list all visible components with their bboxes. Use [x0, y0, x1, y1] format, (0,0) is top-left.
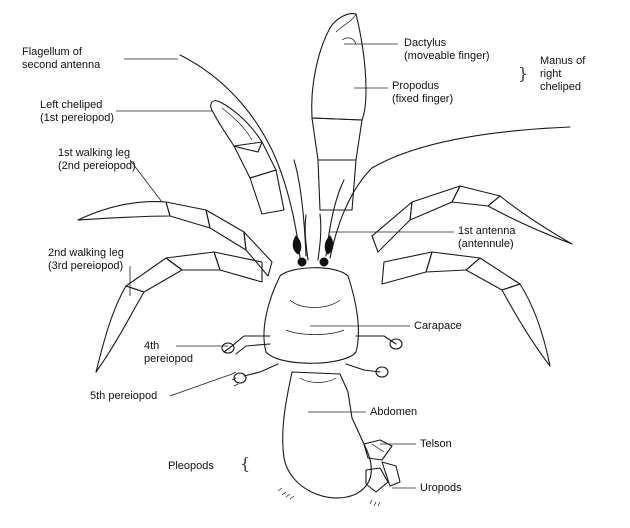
- manus-label-line3: cheliped: [540, 81, 581, 93]
- antennule-label-line2: (antennule): [458, 238, 514, 250]
- left-cheliped-label-line2: (1st pereiopod): [40, 112, 114, 124]
- antennules: [292, 213, 334, 267]
- right-walking-leg-2: [381, 251, 551, 367]
- right-cheliped: [311, 13, 367, 211]
- pereiopod-4-label-line1: 4th: [144, 340, 160, 352]
- fifth-pereiopods: [231, 363, 389, 387]
- propodus-label-line1: Propodus: [392, 80, 440, 92]
- pleopods-label: Pleopods: [168, 460, 214, 472]
- telson-label: Telson: [420, 438, 452, 450]
- walking-leg-1-label-line1: 1st walking leg: [58, 147, 131, 159]
- pereiopod-4-label: 4th pereiopod: [144, 340, 193, 366]
- manus-label-line1: Manus of: [540, 55, 586, 67]
- walking-leg-2-label-line2: (3rd pereiopod): [48, 260, 124, 272]
- antennule-label: 1st antenna (antennule): [458, 225, 516, 251]
- propodus-label-line2: (fixed finger): [392, 93, 454, 105]
- leader-lines: [116, 43, 454, 489]
- uropods: [365, 461, 401, 507]
- left-cheliped-label: Left cheliped (1st pereiopod): [40, 99, 114, 125]
- flagellum-label: Flagellum of second antenna: [22, 46, 100, 72]
- flagellum-label-line1: Flagellum of: [22, 46, 82, 58]
- right-walking-leg-1: [371, 185, 573, 253]
- pleopods-brace: {: [240, 454, 251, 473]
- antennule-label-line1: 1st antenna: [458, 225, 516, 237]
- walking-leg-1-label: 1st walking leg (2nd pereiopod): [58, 147, 136, 173]
- carapace-label: Carapace: [414, 320, 462, 332]
- left-cheliped: [210, 100, 285, 215]
- manus-label-line2: right: [540, 68, 562, 80]
- flagellum-label-line2: second antenna: [22, 59, 101, 71]
- carapace: [263, 267, 359, 364]
- left-second-antenna: [179, 54, 307, 259]
- pereiopod-5-label: 5th pereiopod: [90, 390, 158, 402]
- right-second-antenna: [325, 126, 571, 259]
- abdomen-label: Abdomen: [370, 406, 418, 418]
- walking-leg-2-label: 2nd walking leg (3rd pereiopod): [48, 247, 124, 273]
- uropods-label: Uropods: [420, 482, 462, 494]
- fourth-pereiopods: [221, 335, 403, 355]
- abdomen: [277, 371, 372, 500]
- dactylus-label-line2: (moveable finger): [404, 50, 490, 62]
- left-cheliped-label-line1: Left cheliped: [40, 99, 103, 111]
- manus-brace: }: [518, 64, 529, 83]
- manus-label: Manus of right cheliped: [540, 55, 585, 94]
- dactylus-label-line1: Dactylus: [404, 37, 447, 49]
- telson: [363, 439, 393, 461]
- pereiopod-4-label-line2: pereiopod: [144, 353, 193, 365]
- propodus-label: Propodus (fixed finger): [392, 80, 453, 106]
- left-walking-leg-2: [95, 251, 263, 373]
- walking-leg-2-label-line1: 2nd walking leg: [48, 247, 124, 259]
- left-walking-leg-1: [77, 201, 273, 277]
- dactylus-label: Dactylus (moveable finger): [404, 37, 490, 63]
- walking-leg-1-label-line2: (2nd pereiopod): [58, 160, 136, 172]
